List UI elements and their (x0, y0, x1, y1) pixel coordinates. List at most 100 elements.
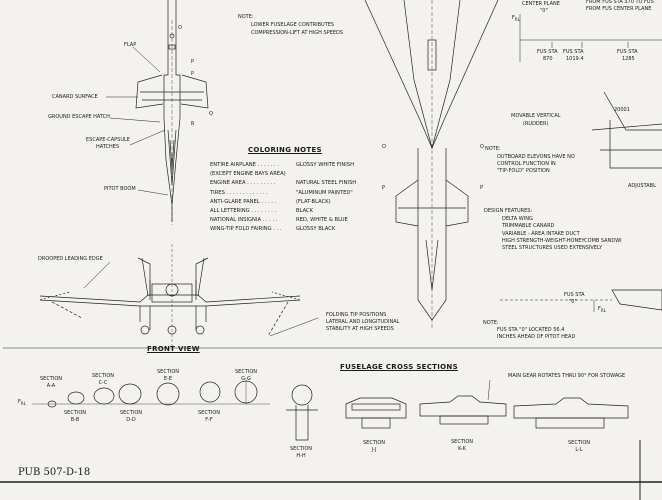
callout-ground-hatch: GROUND ESCAPE HATCH (48, 114, 110, 120)
coloring-item: WING-TIP FOLD FAIRING (210, 226, 272, 233)
aircraft-top-view-left (135, 0, 209, 225)
coloring-dots: . . . . . . . . (249, 208, 277, 215)
station-1285-label: FUS STA (617, 49, 638, 55)
aircraft-side-view-right (500, 14, 662, 312)
callout-folding-tip-3: STABILITY AT HIGH SPEEDS (326, 326, 394, 332)
design-feature-item: STEEL STRUCTURES USED EXTENSIVELY (502, 245, 603, 252)
coloring-value: GLOSSY BLACK (296, 226, 336, 233)
coloring-value: "ALUMINUM PAINTED" (296, 189, 353, 196)
coloring-dots: . . . . . . . . . . . . . (224, 189, 268, 196)
coloring-dots: . . . . . . . . . (245, 180, 276, 187)
callout-main-gear: MAIN GEAR ROTATES THRU 90° FOR STOWAGE (508, 373, 626, 379)
mark-left-q: Q (209, 111, 213, 117)
coloring-item: (EXCEPT ENGINE BAYS AREA) (210, 171, 286, 178)
coloring-item: ALL LETTERING (210, 208, 250, 215)
station-0-value: "0" (569, 299, 577, 305)
design-feature-item: VARIABLE - AREA INTAKE DUCT (502, 230, 580, 237)
coloring-value: BLACK (296, 208, 314, 215)
coloring-row: ENGINE AREA . . . . . . . . . NATURAL ST… (210, 179, 370, 188)
note-elevon-label: NOTE: (485, 146, 501, 152)
aircraft-front-view (39, 244, 319, 350)
coloring-item: TIRES (210, 189, 225, 196)
station-1285-value: 1285 (622, 56, 635, 62)
mark-mid-o2: O (480, 144, 484, 150)
callout-escape-hatches: HATCHES (96, 144, 120, 150)
coloring-row: TIRES . . . . . . . . . . . . . "ALUMINU… (210, 189, 370, 198)
mark-mid-o: O (382, 144, 386, 150)
callout-canard-surface: CANARD SURFACE (52, 94, 98, 100)
design-features-title: DESIGN FEATURES: (484, 208, 533, 214)
design-feature-item: HIGH STRENGTH-WEIGHT-HONEYCOMB SANDWI (502, 237, 622, 244)
coloring-dots: . . . . . (259, 198, 277, 205)
fr-mid: FRL (598, 306, 606, 313)
coloring-item: ANTI-GLARE PANEL (210, 198, 260, 205)
coloring-value: RED, WHITE & BLUE (296, 217, 348, 224)
publication-number: PUB 507-D-18 (18, 467, 91, 478)
coloring-value: (FLAT-BLACK) (296, 198, 331, 205)
mark-left-r: R (191, 121, 195, 127)
fr-top: FRL (512, 15, 520, 22)
station-870-label: FUS STA (537, 49, 558, 55)
coloring-row: ENTIRE AIRPLANE . . . . . . . GLOSSY WHI… (210, 161, 370, 170)
callout-folding-tip-1: FOLDING TIP POSITIONS (326, 312, 387, 318)
cross-sections-title: FUSELAGE CROSS SECTIONS (340, 363, 458, 371)
callout-pitot-boom: PITOT BOOM (104, 186, 136, 192)
callout-flap: FLAP (124, 42, 137, 48)
front-view-title: FRONT VIEW (147, 345, 200, 353)
coloring-notes-title: COLORING NOTES (248, 146, 322, 154)
note-top-line1: LOWER FUSELAGE CONTRIBUTES (251, 22, 335, 28)
station-1019-label: FUS STA (563, 49, 584, 55)
callout-rudder: (RUDDER) (523, 121, 549, 127)
mark-left-p2: P (191, 71, 195, 77)
note-elevon-3: "TIP-FOLD" POSITION (497, 168, 550, 174)
serial-number: 20001 (614, 107, 630, 113)
note-fus-1: FUS STA "0" LOCATED 56.4 (497, 327, 565, 333)
coloring-row: NATIONAL INSIGNIA . . . . . RED, WHITE &… (210, 216, 370, 225)
note-fus-2: INCHES AHEAD OF PITOT HEAD (497, 334, 576, 340)
note-top-label: NOTE: (238, 14, 254, 20)
coloring-row: WING-TIP FOLD FAIRING . . . GLOSSY BLACK (210, 225, 370, 234)
design-feature-item: TRIMMABLE CANARD (502, 223, 555, 230)
note-elevon-1: OUTBOARD ELEVONS HAVE NO (497, 154, 575, 160)
fr-left: FRL (18, 399, 26, 406)
callout-escape-capsule: ESCAPE-CAPSULE (86, 137, 130, 143)
coloring-item: ENTIRE AIRPLANE (210, 162, 256, 168)
station-center-plane: CENTER PLANE (522, 1, 560, 7)
station-870-value: 870 (543, 56, 553, 62)
station-0-label: FUS STA (564, 292, 585, 298)
callout-adjustable: ADJUSTABL (628, 183, 656, 189)
station-zero-top: "0" (540, 8, 548, 14)
coloring-item: NATIONAL INSIGNIA (210, 217, 261, 224)
note-elevon-2: CONTROL FUNCTION IN (497, 161, 556, 167)
coloring-dots: . . . . . . . (255, 162, 280, 168)
coloring-notes-table: ENTIRE AIRPLANE . . . . . . . GLOSSY WHI… (210, 161, 370, 235)
coloring-value: NATURAL STEEL FINISH (296, 180, 357, 187)
station-from-1: FROM FUS STA 370 TO FUS (586, 0, 654, 5)
aircraft-top-view-center (364, 0, 499, 330)
mark-mid-p: P (382, 185, 386, 191)
mark-mid-p2: P (480, 185, 484, 191)
coloring-dots: . . . (271, 226, 282, 233)
coloring-row: (EXCEPT ENGINE BAYS AREA) (210, 170, 370, 179)
mark-left-o: O (178, 25, 182, 31)
coloring-row: ALL LETTERING . . . . . . . . BLACK (210, 207, 370, 216)
coloring-value: GLOSSY WHITE FINISH (296, 162, 354, 168)
callout-drooped-edge: DROOPED LEADING EDGE (38, 256, 103, 262)
coloring-item: ENGINE AREA (210, 180, 246, 187)
note-fus-label: NOTE: (483, 320, 499, 326)
coloring-dots: . . . . . (261, 217, 278, 224)
